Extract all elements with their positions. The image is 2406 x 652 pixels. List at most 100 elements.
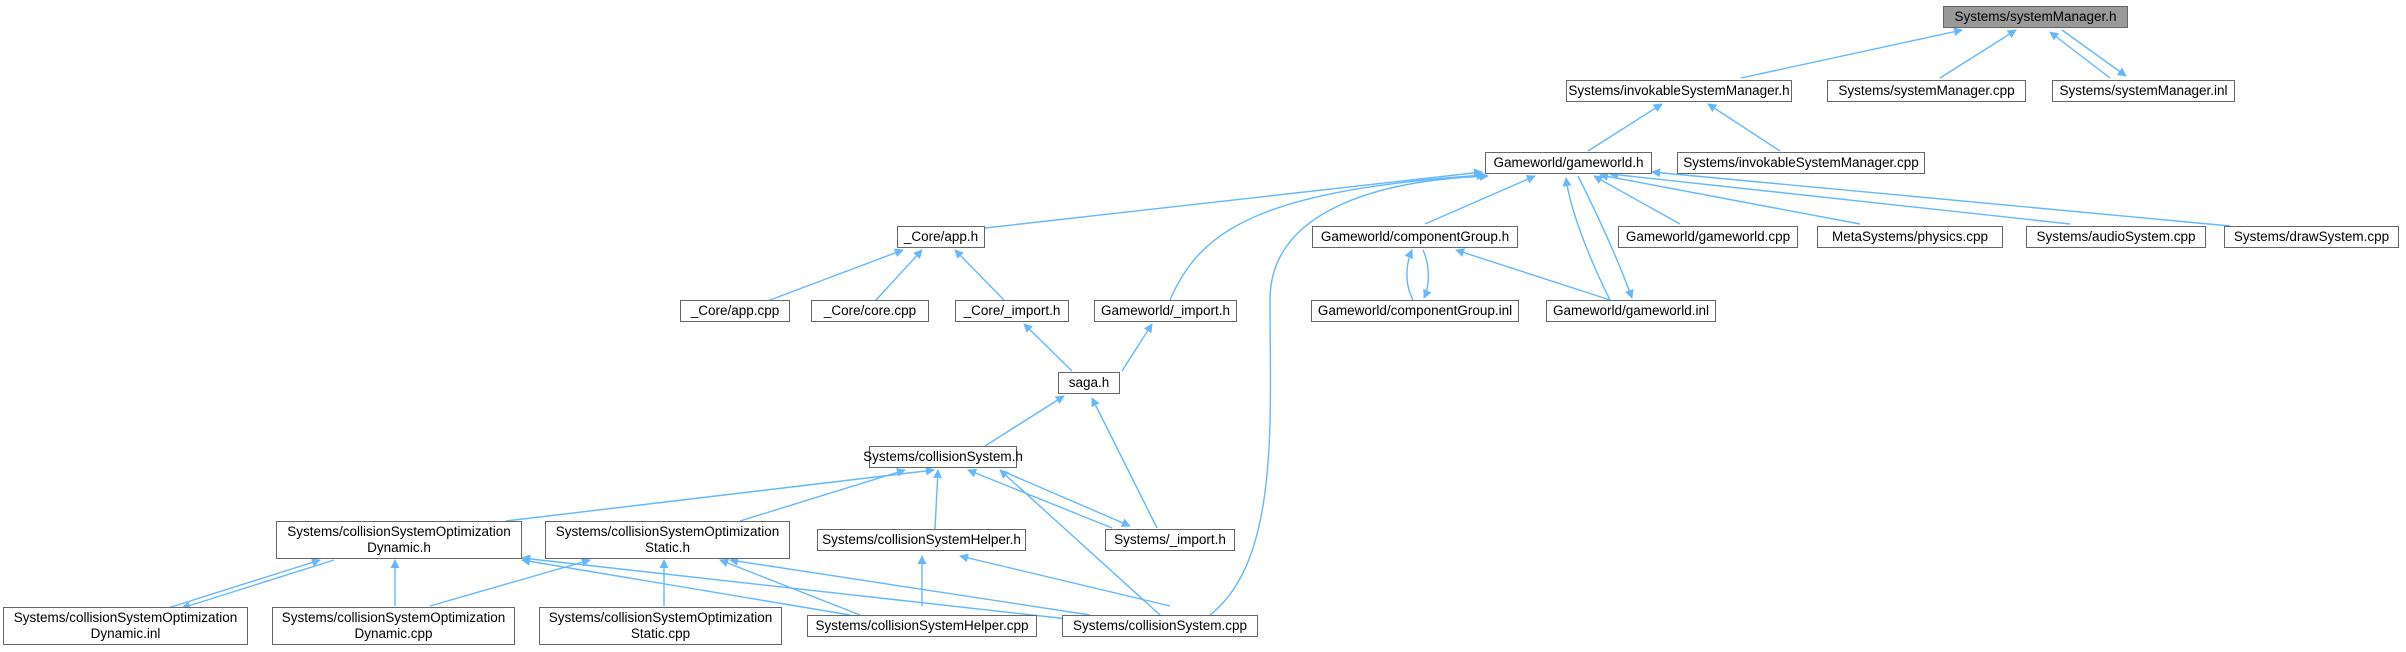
node-systemmanager-inl[interactable]: Systems/systemManager.inl: [2052, 80, 2235, 102]
edge-gameworld-h-to-gameworld-inl: [1577, 175, 1634, 299]
node-label: Systems/_import.h: [1114, 532, 1226, 547]
edge-app-h-to-gameworld-h: [984, 168, 1483, 229]
node-label: Gameworld/_import.h: [1100, 303, 1231, 318]
node-core-core-cpp[interactable]: _Core/core.cpp: [811, 300, 929, 322]
node-label-line-2: Dynamic.h: [367, 540, 431, 555]
node-label: saga.h: [1068, 375, 1110, 390]
edge-cso-static-h-to-collisionsystem-h: [739, 468, 906, 522]
node-invokable-system-manager-h[interactable]: Systems/invokableSystemManager.h: [1566, 80, 1792, 102]
edge-saga-to-gameworld-import: [1121, 323, 1153, 372]
node-systemmanager-cpp[interactable]: Systems/systemManager.cpp: [1827, 80, 2026, 102]
node-invokable-system-manager-cpp[interactable]: Systems/invokableSystemManager.cpp: [1677, 152, 1925, 174]
node-gameworld-import-h[interactable]: Gameworld/_import.h: [1094, 300, 1237, 322]
edge-gameworld-inl-to-componentgroup-h: [1455, 248, 1611, 301]
node-label: _Core/app.h: [903, 229, 979, 244]
node-gameworld-h[interactable]: Gameworld/gameworld.h: [1485, 152, 1652, 174]
node-label-line-1: Systems/collisionSystemOptimization: [555, 524, 780, 539]
edge-saga-to-core-import: [1023, 323, 1073, 372]
node-componentgroup-inl[interactable]: Gameworld/componentGroup.inl: [1311, 300, 1519, 322]
edge-componentgroup-h-to-componentgroup-inl: [1422, 249, 1432, 299]
edge-systemmanager-inl-to-root: [2049, 31, 2111, 79]
node-physics-cpp[interactable]: MetaSystems/physics.cpp: [1817, 226, 2003, 248]
node-label: Systems/invokableSystemManager.h: [1568, 83, 1790, 98]
node-label: Systems/drawSystem.cpp: [2233, 229, 2390, 244]
edge-drawsystem-cpp-to-gameworld-h: [1651, 168, 2231, 227]
node-label: Systems/audioSystem.cpp: [2036, 229, 2196, 244]
node-label-line-2: Dynamic.cpp: [354, 626, 433, 641]
node-label: Systems/collisionSystemHelper.cpp: [815, 618, 1029, 633]
node-label: Systems/invokableSystemManager.cpp: [1683, 155, 1919, 170]
edge-collisionsystem-cpp-to-cso-dynamic-h: [521, 554, 1069, 620]
node-core-import-h[interactable]: _Core/_import.h: [955, 300, 1069, 322]
edge-gameworld-import-to-gameworld-h: [1169, 171, 1486, 301]
node-label: Gameworld/gameworld.cpp: [1625, 229, 1791, 244]
node-label: MetaSystems/physics.cpp: [1831, 229, 1989, 244]
edge-collisionsystem-cpp-to-gameworld-h: [1209, 171, 1489, 616]
node-saga-h[interactable]: saga.h: [1058, 372, 1120, 394]
node-label-line-2: Static.cpp: [630, 626, 691, 641]
node-gameworld-cpp[interactable]: Gameworld/gameworld.cpp: [1618, 226, 1798, 248]
node-collisionsystemhelper-cpp[interactable]: Systems/collisionSystemHelper.cpp: [807, 615, 1037, 637]
node-label: Gameworld/gameworld.h: [1493, 155, 1644, 170]
node-label: Systems/systemManager.h: [1954, 9, 2117, 24]
node-label: Systems/systemManager.cpp: [1838, 83, 2015, 98]
edge-systemmanager-cpp-to-root: [1939, 29, 2017, 79]
node-collisionsystem-h[interactable]: Systems/collisionSystem.h: [863, 446, 1023, 468]
node-label: Systems/systemManager.inl: [2059, 83, 2228, 98]
edge-cso-dynamic-inl-to-cso-dynamic-h: [167, 558, 321, 609]
node-label: _Core/core.cpp: [823, 303, 917, 318]
node-systems-import-h[interactable]: Systems/_import.h: [1105, 529, 1235, 551]
node-label-line-1: Systems/collisionSystemOptimization: [281, 610, 506, 625]
edge-csh-cpp-to-cso-static-h: [719, 558, 861, 616]
edge-collisionsystem-h-to-systems-import: [999, 469, 1131, 527]
edge-core-core-cpp-to-app-h: [875, 249, 923, 301]
edge-csh-h-to-collisionsystem-h: [933, 469, 943, 530]
edge-systems-import-to-collisionsystem-h: [967, 468, 1113, 529]
node-label-line-1: Systems/collisionSystemOptimization: [287, 524, 511, 539]
edge-csh-cpp-to-cso-dynamic-h: [521, 556, 851, 616]
node-collisionsystemhelper-h[interactable]: Systems/collisionSystemHelper.h: [817, 529, 1026, 551]
node-label-line-2: Dynamic.inl: [90, 626, 161, 641]
edge-physics-cpp-to-gameworld-h: [1599, 172, 1861, 225]
node-componentgroup-h[interactable]: Gameworld/componentGroup.h: [1312, 226, 1518, 248]
node-label: Systems/collisionSystem.h: [863, 449, 1023, 464]
edges: [167, 27, 2231, 620]
edge-invokable-cpp-to-invokable-h: [1707, 103, 1781, 152]
node-drawsystem-cpp[interactable]: Systems/drawSystem.cpp: [2224, 226, 2399, 248]
edge-componentgroup-inl-to-componentgroup-h: [1404, 249, 1414, 301]
node-audiosystem-cpp[interactable]: Systems/audioSystem.cpp: [2026, 226, 2206, 248]
edge-invokable-h-to-root: [1740, 27, 1963, 79]
edge-core-import-to-app-h: [954, 249, 1005, 301]
edge-audiosystem-cpp-to-gameworld-h: [1609, 170, 2071, 225]
edge-componentgroup-h-to-gameworld-h: [1424, 175, 1536, 225]
edge-cso-dynamic-h-to-collisionsystem-h: [505, 466, 935, 522]
node-label-line-2: Static.h: [644, 540, 691, 555]
node-label-line-1: Systems/collisionSystemOptimization: [548, 610, 773, 625]
node-collisionsystem-cpp[interactable]: Systems/collisionSystem.cpp: [1062, 615, 1258, 637]
edge-root-to-systemmanager-inl: [2061, 29, 2127, 77]
node-core-app-h[interactable]: _Core/app.h: [897, 226, 985, 248]
edge-collisionsystem-cpp-to-collisionsystem-h: [999, 469, 1161, 616]
edge-gameworld-inl-to-gameworld-h: [1562, 177, 1611, 301]
node-label: Gameworld/componentGroup.h: [1320, 229, 1510, 244]
node-label: Gameworld/gameworld.inl: [1552, 303, 1710, 318]
node-label-line-1: Systems/collisionSystemOptimization: [13, 610, 238, 625]
edge-gameworld-h-to-invokable-h: [1587, 103, 1663, 152]
node-label: _Core/_import.h: [963, 303, 1061, 318]
node-label: Gameworld/componentGroup.inl: [1317, 303, 1513, 318]
edge-collisionsystem-cpp-to-csh-h: [959, 553, 1171, 607]
node-core-app-cpp[interactable]: _Core/app.cpp: [680, 300, 790, 322]
edge-gameworld-cpp-to-gameworld-h: [1593, 175, 1681, 225]
node-label: _Core/app.cpp: [690, 303, 780, 318]
node-label: Systems/collisionSystemHelper.h: [822, 532, 1021, 547]
edge-cso-dynamic-cpp-to-cso-static-h: [429, 557, 591, 607]
node-gameworld-inl[interactable]: Gameworld/gameworld.inl: [1546, 300, 1716, 322]
edge-systems-import-to-saga: [1091, 397, 1158, 529]
edge-collisionsystem-cpp-to-cso-static-h: [729, 556, 1091, 616]
